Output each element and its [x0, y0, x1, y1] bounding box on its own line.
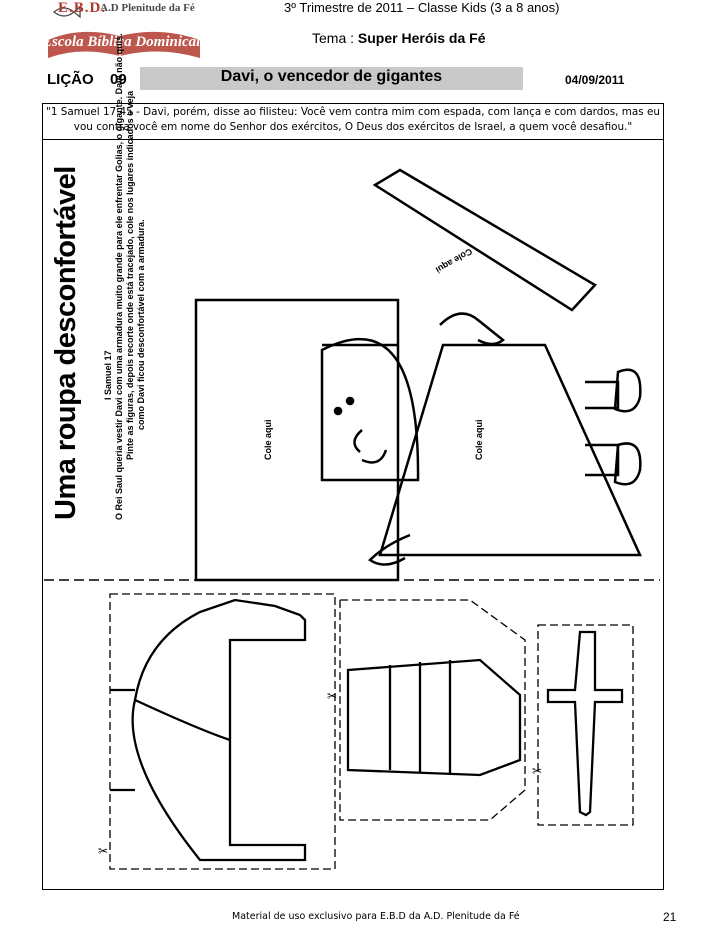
logo-ad: A.D Plenitude da Fé [100, 2, 195, 14]
sword [546, 630, 624, 817]
armor-cutout-2 [339, 599, 526, 821]
hand-bottom [368, 533, 411, 566]
title-bar [140, 67, 523, 90]
scissors-icon: ✂ [532, 764, 542, 778]
scissors-icon: ✂ [98, 844, 108, 858]
foot-top [613, 368, 642, 413]
cole-aqui-helmet: Cole aqui [263, 419, 273, 460]
sword-cutout [537, 624, 634, 826]
activity-frame [42, 139, 664, 890]
david-face [320, 338, 420, 482]
armor-skirt [346, 658, 522, 777]
armor-cutout-1 [109, 593, 336, 870]
lesson-date: 04/09/2011 [565, 73, 625, 87]
logo-ebd: E.B.D. [58, 0, 107, 16]
sword-paste-area [372, 168, 597, 312]
foot-bottom [613, 442, 642, 486]
lesson-number: 09 [110, 71, 127, 88]
verse-box [42, 103, 664, 140]
verse-text: "1 Samuel 17.45 - Davi, porém, disse ao … [46, 106, 660, 133]
lesson-title: Davi, o vencedor de gigantes [220, 68, 443, 85]
fish-icon [52, 5, 81, 19]
hand-top [439, 312, 506, 346]
tema-label: Tema : [312, 30, 358, 46]
tema-value: Super Heróis da Fé [357, 30, 486, 46]
tema: Tema : Super Heróis da Fé [312, 30, 486, 46]
footer-text: Material de uso exclusivo para E.B.D da … [232, 911, 520, 922]
page-number: 21 [663, 910, 677, 924]
helmet-paste-area [194, 298, 400, 582]
lesson-label: LIÇÃO [47, 71, 94, 88]
cole-aqui-tunic: Cole aqui [474, 419, 484, 460]
logo-book-icon [48, 5, 200, 58]
armor-body [131, 598, 307, 862]
trimestre: 3º Trimestre de 2011 – Classe Kids (3 a … [284, 0, 560, 15]
tunic-paste-area [378, 343, 642, 557]
logo-script: Escola Bíblica Dominical [42, 34, 201, 50]
logo [40, 0, 215, 62]
cole-aqui-sword: Cole aqui [434, 246, 474, 275]
scissors-icon: ✂ [327, 689, 337, 703]
